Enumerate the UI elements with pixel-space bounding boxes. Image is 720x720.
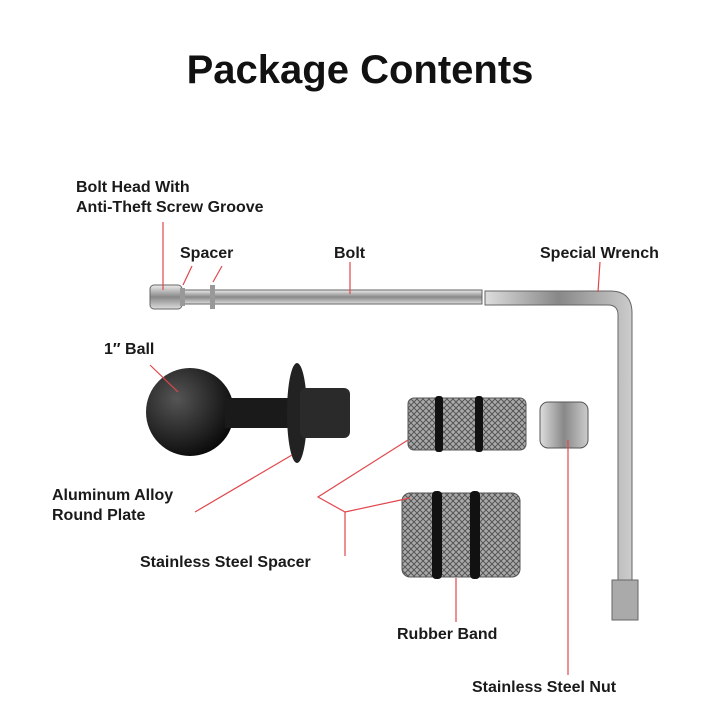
label-bolt-head: Bolt Head With Anti-Theft Screw Groove xyxy=(76,178,264,218)
label-ball: 1″ Ball xyxy=(104,341,155,358)
steel-nut xyxy=(539,401,589,449)
label-plate-line1: Aluminum Alloy xyxy=(52,487,174,504)
spacer-washer-2 xyxy=(210,285,215,309)
label-bolt-head-line2: Anti-Theft Screw Groove xyxy=(76,199,264,216)
leader-lines xyxy=(149,222,601,675)
steel-spacer-2 xyxy=(401,491,521,579)
label-round-plate: Aluminum Alloy Round Plate xyxy=(52,486,173,526)
label-spacer: Spacer xyxy=(180,245,234,262)
steel-spacer-1 xyxy=(407,396,527,452)
page-title: Package Contents xyxy=(186,48,534,92)
spacer-washer-1 xyxy=(180,288,185,306)
label-steel-nut: Stainless Steel Nut xyxy=(472,679,617,696)
bolt xyxy=(149,284,483,310)
label-bolt-head-line1: Bolt Head With xyxy=(76,179,190,196)
label-steel-spacer: Stainless Steel Spacer xyxy=(140,554,311,571)
special-wrench xyxy=(484,290,639,621)
label-rubber-band: Rubber Band xyxy=(397,626,498,643)
label-plate-line2: Round Plate xyxy=(52,507,146,524)
label-bolt: Bolt xyxy=(334,245,366,262)
label-special-wrench: Special Wrench xyxy=(540,245,659,262)
ball-mount xyxy=(146,363,350,463)
